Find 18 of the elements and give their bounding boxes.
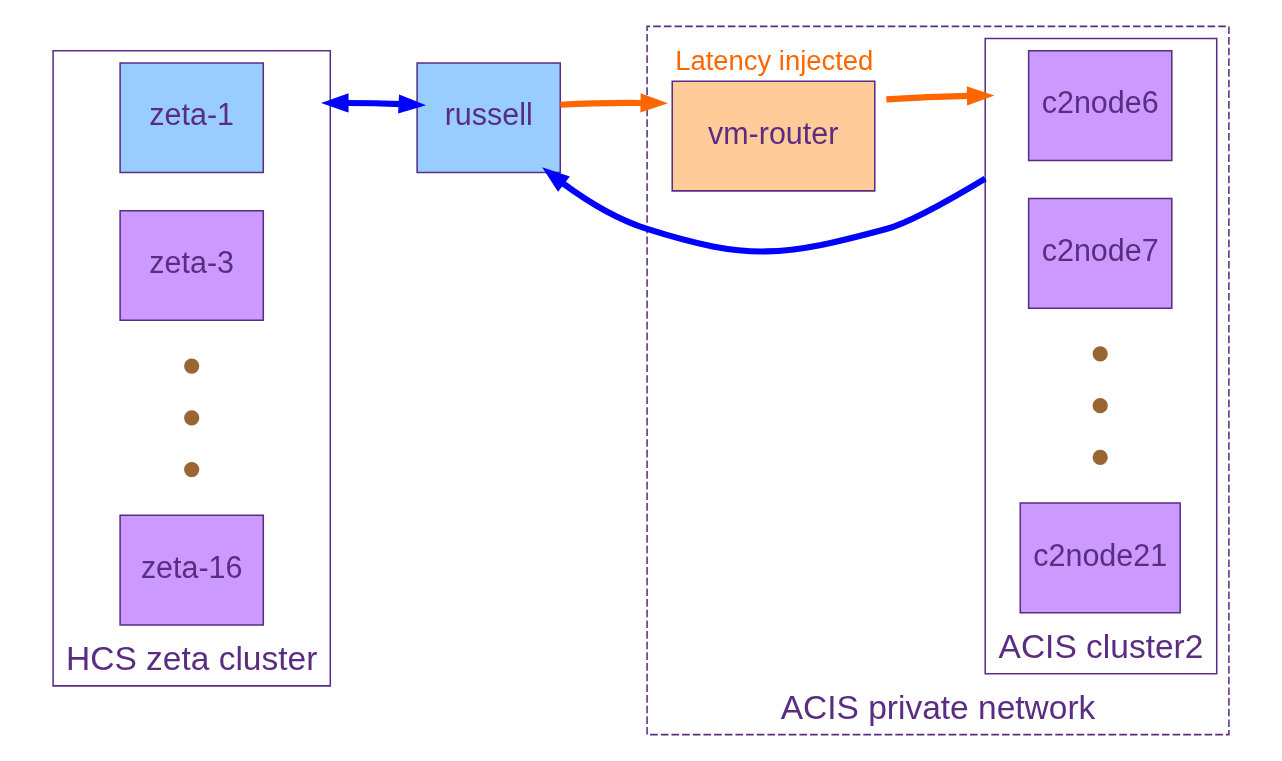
arrow <box>542 167 987 255</box>
node-circle <box>184 358 200 374</box>
node-circle <box>1092 346 1108 362</box>
node-circle <box>184 462 200 478</box>
node-box: russell <box>416 62 562 174</box>
node-circle <box>184 410 200 426</box>
node-label: Latency injected <box>675 44 874 76</box>
node-circle <box>1092 449 1108 466</box>
node-box: c2node21 <box>1019 502 1181 614</box>
node-circle <box>1092 398 1108 414</box>
node-box: zeta-3 <box>119 209 265 322</box>
node-box: zeta-16 <box>119 514 265 626</box>
node-box: zeta-1 <box>119 62 265 174</box>
node-box: c2node7 <box>1027 197 1173 309</box>
arrow <box>321 93 426 114</box>
node-box: c2node6 <box>1027 50 1173 162</box>
arrow <box>560 93 668 113</box>
arrow <box>886 86 995 106</box>
